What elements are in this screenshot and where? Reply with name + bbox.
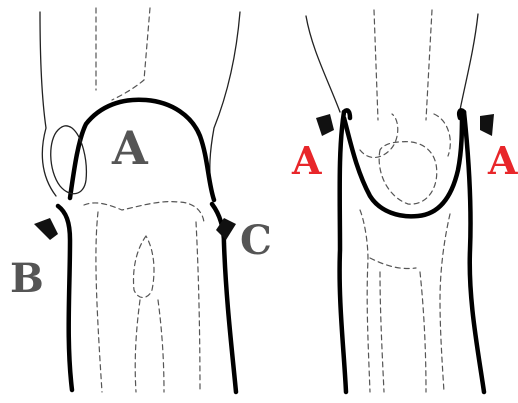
- left-thigh-outline-right: [210, 12, 240, 196]
- right-thigh-outline-left: [306, 16, 340, 112]
- right-leg-outline-left: [340, 112, 346, 392]
- right-thigh-outline-right: [460, 14, 478, 110]
- left-leg-outline-left: [58, 206, 72, 390]
- label-a-left: A: [111, 121, 149, 175]
- label-a-right-right: A: [487, 138, 518, 183]
- left-femur-dashed: [96, 8, 150, 100]
- left-thigh-outline-left: [40, 12, 56, 196]
- left-arrow-b-icon: [34, 218, 58, 240]
- right-knee: A A: [291, 10, 518, 392]
- right-tibia-dashed: [360, 210, 450, 392]
- right-leg-outline-right: [464, 112, 484, 392]
- right-arrow-left-icon: [316, 114, 334, 136]
- right-arrow-right-icon: [480, 114, 494, 136]
- right-joint-u-line: [344, 112, 462, 216]
- label-b: B: [10, 255, 44, 302]
- right-patella-dashed: [379, 142, 437, 205]
- label-c: C: [240, 217, 272, 264]
- right-femur-dashed: [360, 10, 450, 158]
- left-tibia-dashed: [84, 202, 204, 392]
- label-a-right-left: A: [291, 138, 322, 183]
- left-knee: A B C: [10, 8, 272, 392]
